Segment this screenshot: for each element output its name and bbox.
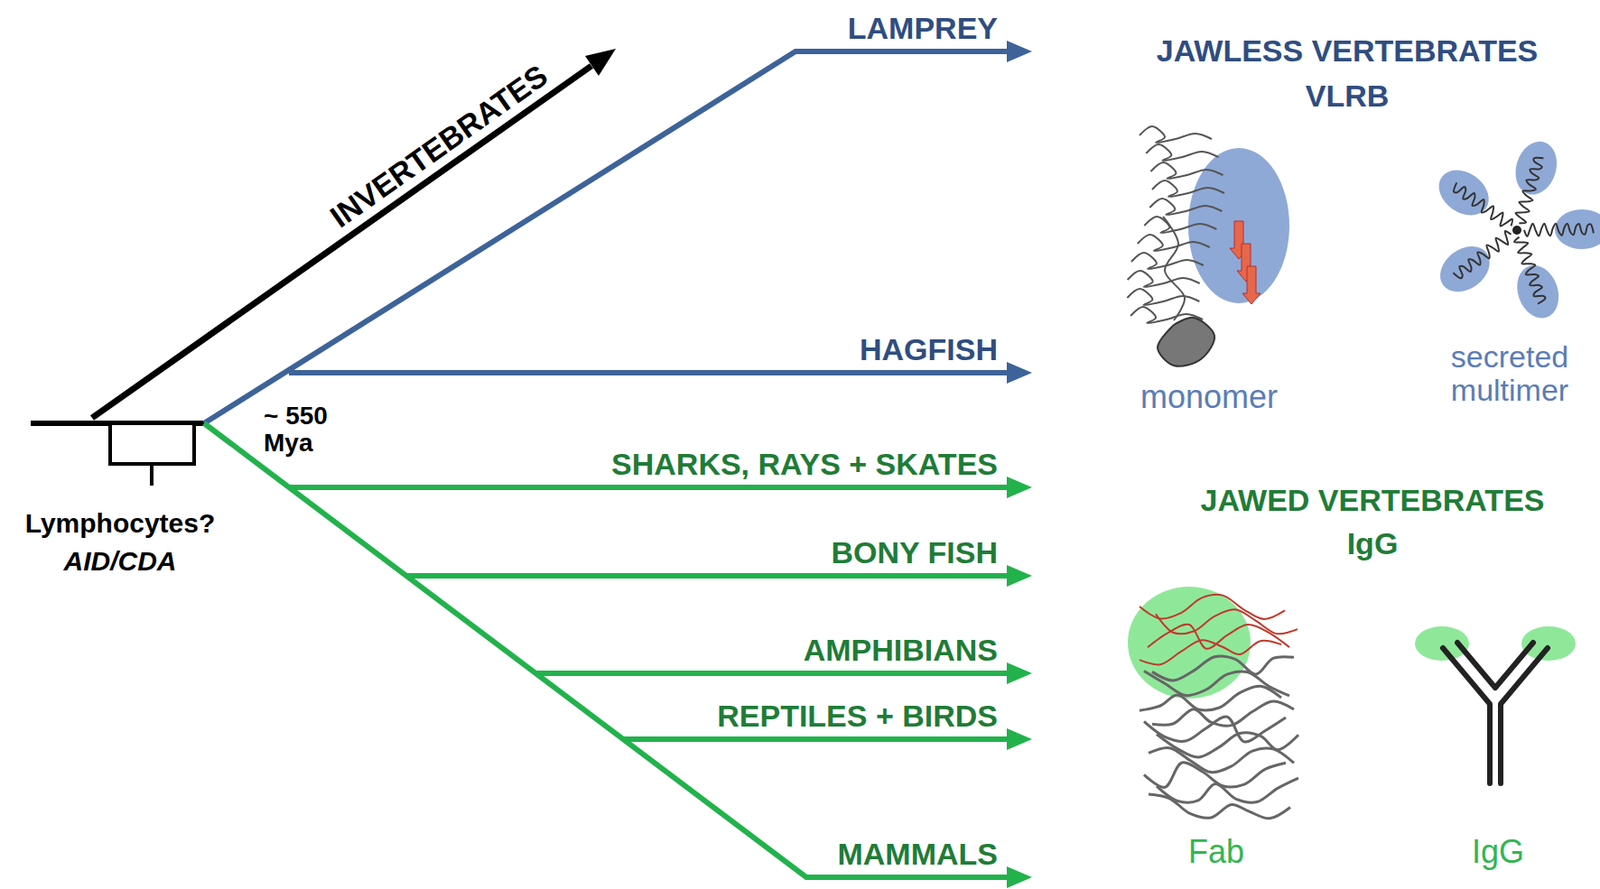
protein-ribbon [1127,270,1200,288]
protein-ribbon [1162,216,1185,321]
protein-ribbon [1156,778,1299,803]
clade-label: BONY FISH [830,536,998,570]
shark-branch [288,484,1009,491]
arrow-head [585,48,616,76]
gene-label: AID/CDA [64,547,177,577]
amphibian-branch [535,670,1009,677]
beta-strand [1242,266,1261,305]
lymphocyte-marker [110,423,195,465]
protein-coil [1514,237,1546,305]
multimer-core [1512,225,1522,235]
bony-fish-branch [406,573,1009,579]
antigen-site [1430,160,1498,225]
structure-label: IgG [1471,835,1525,871]
hagfish-branch [288,370,1009,376]
protein-coil [1452,231,1511,279]
protein-coil [1453,182,1513,226]
protein-ribbon [1156,733,1299,758]
jawed-branch [204,423,1009,878]
protein-ribbon [1139,126,1212,143]
invertebrate-branch [92,65,592,419]
protein-ribbon [1155,609,1298,634]
clade-label: AMPHIBIANS [803,633,998,668]
protein-ribbon [1148,748,1294,773]
protein-ribbon [1149,198,1222,215]
antigen-site [1431,237,1498,302]
protein-ribbon [1152,180,1225,197]
arrow-head [1006,362,1033,384]
arrow-head [1006,40,1033,63]
protein-ribbon [1139,640,1282,665]
igg-symbol [1442,642,1548,784]
protein-ribbon [1145,144,1219,161]
protein-ribbon [1150,162,1223,179]
clade-label: LAMPREY [847,11,998,46]
protein-coil [1524,223,1594,237]
lamprey-branch [204,51,1009,424]
protein-coil [1516,158,1545,224]
clade-label: INVERTEBRATES [324,58,554,234]
protein-ribbon [1139,595,1285,620]
arrow-head [1006,866,1033,889]
clade-label: MAMMALS [837,837,998,872]
fab-structure [1139,595,1299,819]
protein-ribbon [1148,794,1291,819]
clade-label: HAGFISH [859,333,998,367]
arrow-head [1006,565,1033,587]
group-heading: JAWLESS VERTEBRATES [1156,34,1539,68]
clade-label: REPTILES + BIRDS [716,699,998,734]
structure-label: monomer [1140,380,1278,416]
marker-label: Lymphocytes? [25,509,216,539]
protein-ribbon [1157,317,1215,367]
protein-ribbon [1144,671,1290,697]
protein-ribbon [1137,234,1210,252]
protein-ribbon [1152,701,1294,726]
receptor-name: VLRB [1305,79,1390,113]
arrow-head [1006,662,1033,685]
structure-label: secreted multimer [1441,340,1578,407]
antigen-site [1127,586,1251,699]
arrow-head [1006,476,1033,499]
group-heading: JAWED VERTEBRATES [1200,483,1545,518]
protein-ribbon [1144,216,1217,233]
structure-label: Fab [1188,835,1245,871]
marker-stem [149,464,154,486]
antigen-site [1188,148,1290,304]
clade-label: SHARKS, RAYS + SKATES [611,447,998,482]
antigen-site [1508,136,1563,200]
time-label: ~ 550 Mya [263,402,340,457]
protein-ribbon [1126,288,1200,306]
protein-ribbon [1131,252,1204,270]
vlrb-multimer [1430,136,1600,325]
vlrb-monomer [1126,126,1261,367]
arrow-head [1006,728,1033,751]
antigen-site [1510,260,1566,325]
receptor-name: IgG [1347,527,1399,561]
reptile-branch [623,736,1009,743]
